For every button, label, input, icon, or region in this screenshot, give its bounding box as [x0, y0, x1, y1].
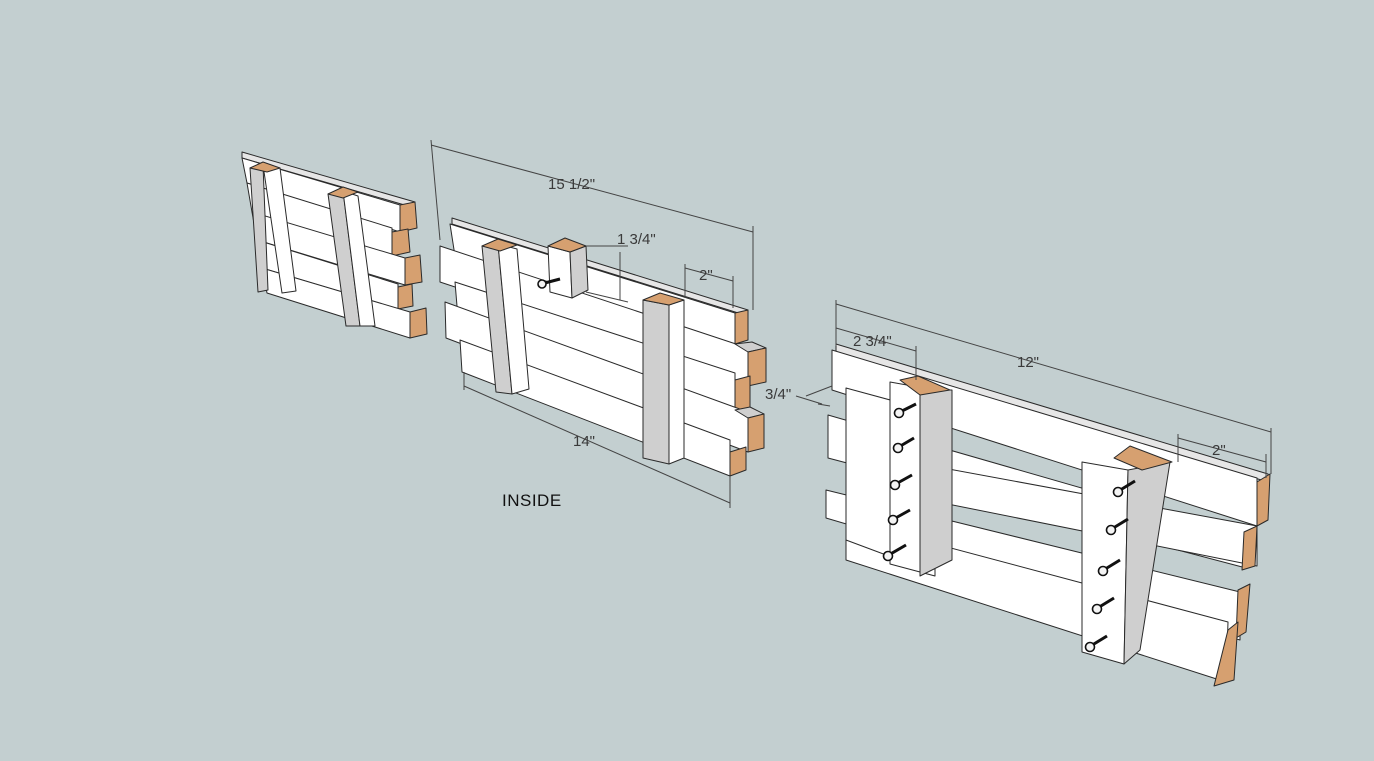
dim-label-overall: 15 1/2" [548, 176, 595, 193]
screw-icon [1097, 558, 1121, 577]
screw-icon [1105, 517, 1129, 536]
screw-icon [893, 402, 917, 419]
screw-icon [1112, 479, 1136, 498]
screw-icon [537, 277, 561, 289]
screw-icon [882, 543, 907, 562]
inside-panel-block [547, 245, 573, 299]
dim-label-block-height: 1 3/4" [617, 231, 656, 248]
inside-panel [439, 217, 767, 477]
screw-icon [887, 508, 911, 526]
dim-label-first-cleat: 2 3/4" [853, 333, 892, 350]
dimension-lines [430, 139, 1272, 508]
dim-label-cleat-inset: 2" [699, 267, 713, 284]
inside-caption: INSIDE [502, 491, 562, 510]
screw-icon [889, 473, 913, 491]
right-side-panel [825, 343, 1271, 687]
screw-icon [1084, 634, 1108, 653]
dim-label-side-cleat-inset: 2" [1212, 442, 1226, 459]
left-side-panel [241, 151, 428, 339]
inside-panel-cleat [668, 299, 685, 465]
dim-label-inner-length: 14" [573, 433, 595, 450]
dim-label-side-length: 12" [1017, 354, 1039, 371]
screw-icon [1091, 596, 1115, 615]
dim-label-thickness: 3/4" [765, 386, 791, 403]
screw-icon [892, 436, 915, 454]
